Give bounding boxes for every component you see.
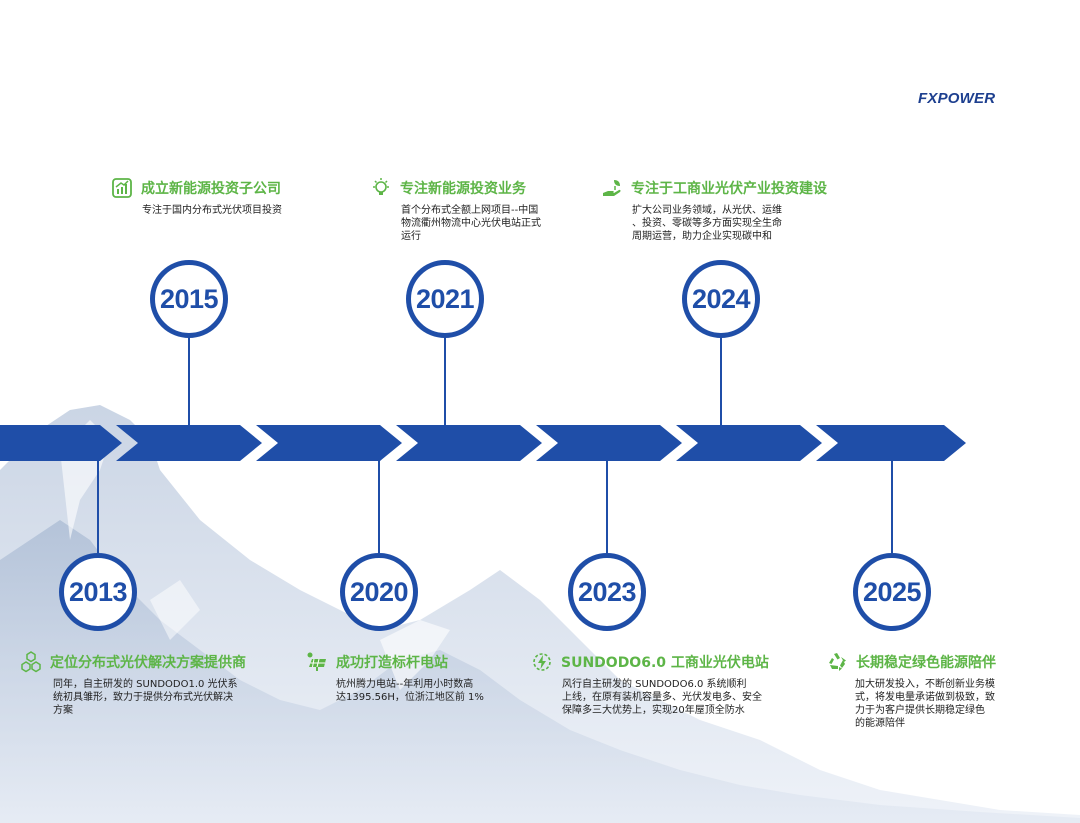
milestone-title: 专注新能源投资业务 (400, 181, 526, 197)
milestone-desc: 风行自主研发的 SUNDODO6.0 系统顺利 上线，在原有装机容量多、光伏发电… (562, 679, 762, 716)
arrow-segment (396, 425, 542, 461)
connector-2023 (606, 461, 608, 553)
year-circle-2013: 2013 (59, 553, 137, 631)
lightbulb-icon (373, 178, 389, 195)
connector-2013 (97, 461, 99, 553)
hexagons-icon (21, 651, 41, 673)
milestone-2020: 成功打造标杆电站 杭州腾力电站--年利用小时数高 达1395.56H，位浙江地区… (306, 651, 526, 704)
milestone-2021: 专注新能源投资业务 首个分布式全额上网项目--中国 物流衢州物流中心光伏电站正式… (370, 177, 590, 243)
connector-2024 (720, 335, 722, 425)
year-circle-2024: 2024 (682, 260, 760, 338)
milestone-2013: 定位分布式光伏解决方案提供商 同年，自主研发的 SUNDODO1.0 光伏系 统… (20, 651, 310, 717)
arrow-segment (116, 425, 262, 461)
power-bolt-icon (533, 653, 551, 671)
milestone-desc: 杭州腾力电站--年利用小时数高 达1395.56H，位浙江地区前 1% (336, 679, 484, 703)
year-circle-2021: 2021 (406, 260, 484, 338)
arrow-segment (0, 425, 122, 461)
arrow-segment (676, 425, 822, 461)
year-circle-2020: 2020 (340, 553, 418, 631)
connector-2020 (378, 461, 380, 553)
milestone-desc: 扩大公司业务领域，从光伏、运维 、投资、零碳等多方面实现全生命 周期运营，助力企… (632, 205, 782, 242)
growth-chart-icon (112, 178, 132, 198)
recycle-icon (829, 653, 846, 671)
connector-2015 (188, 335, 190, 425)
milestone-desc: 专注于国内分布式光伏项目投资 (142, 205, 282, 216)
milestone-2023: SUNDODO6.0 工商业光伏电站 风行自主研发的 SUNDODO6.0 系统… (531, 651, 801, 717)
milestone-title: 长期稳定绿色能源陪伴 (856, 655, 996, 671)
milestone-2024: 专注于工商业光伏产业投资建设 扩大公司业务领域，从光伏、运维 、投资、零碳等多方… (601, 177, 861, 243)
solar-panel-icon (307, 652, 326, 671)
milestone-desc: 加大研发投入，不断创新业务模 式，将发电量承诺做到极致，致 力于为客户提供长期稳… (855, 679, 995, 729)
milestone-title: 成功打造标杆电站 (336, 655, 448, 671)
milestone-title: 专注于工商业光伏产业投资建设 (631, 181, 827, 197)
connector-2025 (891, 461, 893, 553)
year-circle-2015: 2015 (150, 260, 228, 338)
milestone-title: 定位分布式光伏解决方案提供商 (50, 655, 246, 671)
year-circle-2025: 2025 (853, 553, 931, 631)
milestone-desc: 首个分布式全额上网项目--中国 物流衢州物流中心光伏电站正式 运行 (401, 205, 541, 242)
arrow-segment (536, 425, 682, 461)
connector-2021 (444, 335, 446, 425)
year-circle-2023: 2023 (568, 553, 646, 631)
arrow-segment (256, 425, 402, 461)
milestone-title: SUNDODO6.0 工商业光伏电站 (561, 655, 769, 671)
hand-leaf-icon (603, 180, 621, 196)
milestone-desc: 同年，自主研发的 SUNDODO1.0 光伏系 统初具雏形，致力于提供分布式光伏… (53, 679, 238, 716)
milestone-2015: 成立新能源投资子公司 专注于国内分布式光伏项目投资 (111, 177, 341, 217)
milestone-title: 成立新能源投资子公司 (141, 181, 281, 197)
milestone-2025: 长期稳定绿色能源陪伴 加大研发投入，不断创新业务模 式，将发电量承诺做到极致，致… (826, 651, 1066, 730)
brand-logo: FXPOWER (918, 90, 996, 107)
arrow-segment (816, 425, 966, 461)
